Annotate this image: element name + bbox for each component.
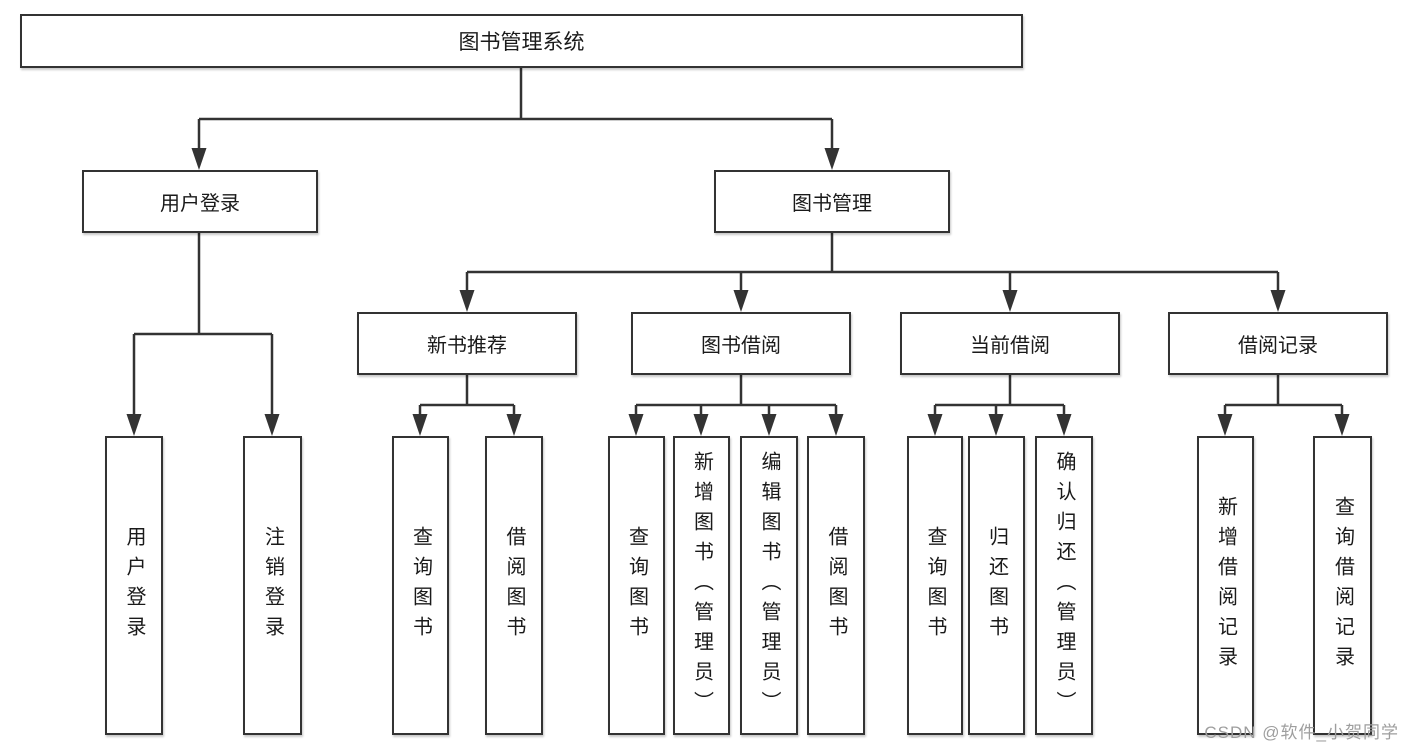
- node-bb-edit-book-admin: 编辑图书（管理员）: [740, 436, 798, 735]
- node-label: 新增借阅记录: [1214, 495, 1237, 676]
- node-bb-borrow-book: 借阅图书: [807, 436, 865, 735]
- node-label: 查询借阅记录: [1331, 495, 1354, 676]
- node-label: 图书管理: [792, 193, 872, 215]
- node-logout-action: 注销登录: [243, 436, 302, 735]
- node-borrowing-records: 借阅记录: [1168, 312, 1388, 375]
- node-book-management: 图书管理: [714, 170, 950, 233]
- watermark: CSDN @软件_小贺同学: [1204, 723, 1399, 742]
- node-user-login-action: 用户登录: [105, 436, 163, 735]
- node-label: 借阅图书: [503, 525, 525, 646]
- node-label: 借阅图书: [825, 525, 847, 646]
- node-label: 新书推荐: [427, 335, 507, 357]
- node-bb-query-book: 查询图书: [608, 436, 665, 735]
- node-label: 查询图书: [409, 525, 432, 646]
- node-label: 用户登录: [123, 525, 145, 646]
- node-book-borrowing: 图书借阅: [631, 312, 851, 375]
- node-bb-add-book-admin: 新增图书（管理员）: [673, 436, 730, 735]
- node-label: 新增图书（管理员）: [690, 450, 713, 721]
- node-cb-confirm-return-admin: 确认归还（管理员）: [1035, 436, 1093, 735]
- node-label: 确认归还（管理员）: [1053, 450, 1075, 721]
- node-label: 图书借阅: [701, 335, 781, 357]
- node-label: 归还图书: [985, 525, 1008, 646]
- node-label: 注销登录: [261, 525, 284, 646]
- node-cb-return-book: 归还图书: [968, 436, 1025, 735]
- node-br-add-record: 新增借阅记录: [1197, 436, 1254, 735]
- node-label: 图书管理系统: [458, 31, 585, 54]
- node-cb-query-book: 查询图书: [907, 436, 963, 735]
- node-current-borrowing: 当前借阅: [900, 312, 1120, 375]
- node-rec-query-book: 查询图书: [392, 436, 449, 735]
- node-label: 查询图书: [924, 525, 946, 646]
- node-label: 编辑图书（管理员）: [758, 450, 780, 721]
- node-library-management-system: 图书管理系统: [20, 14, 1023, 68]
- node-label: 查询图书: [625, 525, 648, 646]
- node-rec-borrow-book: 借阅图书: [485, 436, 543, 735]
- node-label: 当前借阅: [970, 335, 1050, 357]
- node-label: 用户登录: [160, 193, 240, 215]
- node-label: 借阅记录: [1238, 335, 1318, 357]
- node-br-query-record: 查询借阅记录: [1313, 436, 1372, 735]
- node-new-book-recommendation: 新书推荐: [357, 312, 577, 375]
- node-user-login: 用户登录: [82, 170, 318, 233]
